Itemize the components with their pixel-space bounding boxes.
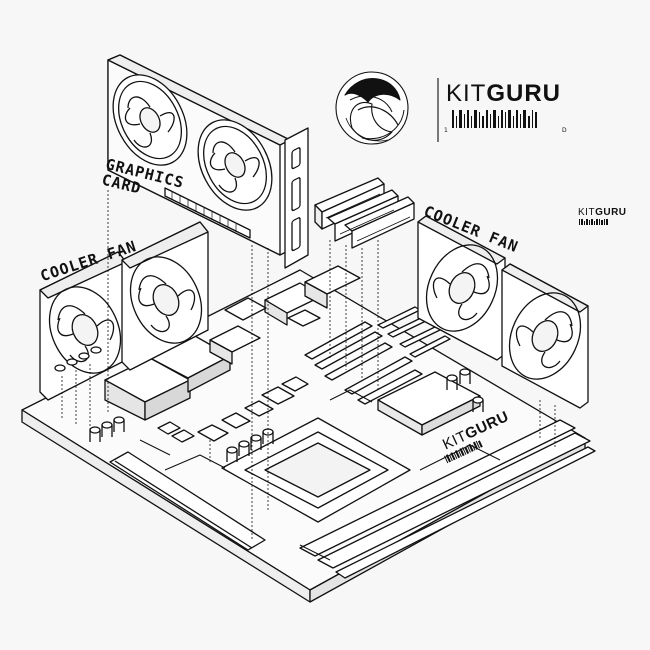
barcode-right-char: D — [562, 127, 567, 134]
capacitors — [89, 368, 484, 462]
brand-small-kit: KIT — [578, 207, 596, 218]
kitguru-brand-small: KITGURU — [578, 207, 627, 218]
brand-kit: KIT — [446, 80, 487, 107]
brand-small-guru: GURU — [595, 207, 627, 218]
kitguru-swirl-logo — [335, 71, 409, 145]
left-cooler-fans — [39, 221, 209, 401]
graphics-card — [107, 54, 309, 269]
right-cooler-fans — [417, 215, 589, 409]
brand-guru: GURU — [486, 80, 562, 107]
small-chips — [157, 376, 309, 443]
kitguru-brand: KITGURU — [446, 80, 561, 108]
ram-sticks — [314, 177, 415, 249]
leader-lines — [61, 190, 556, 540]
brand-small-barcode — [579, 219, 608, 225]
ram-slots-bottom — [299, 419, 596, 579]
rear-io — [209, 265, 361, 365]
cpu-socket — [221, 417, 411, 523]
chipset — [377, 371, 481, 436]
brand-barcode — [452, 110, 537, 128]
barcode-left-char: 1 — [444, 127, 448, 134]
ram-slots-top — [304, 306, 451, 405]
pcie-slot — [109, 451, 266, 551]
